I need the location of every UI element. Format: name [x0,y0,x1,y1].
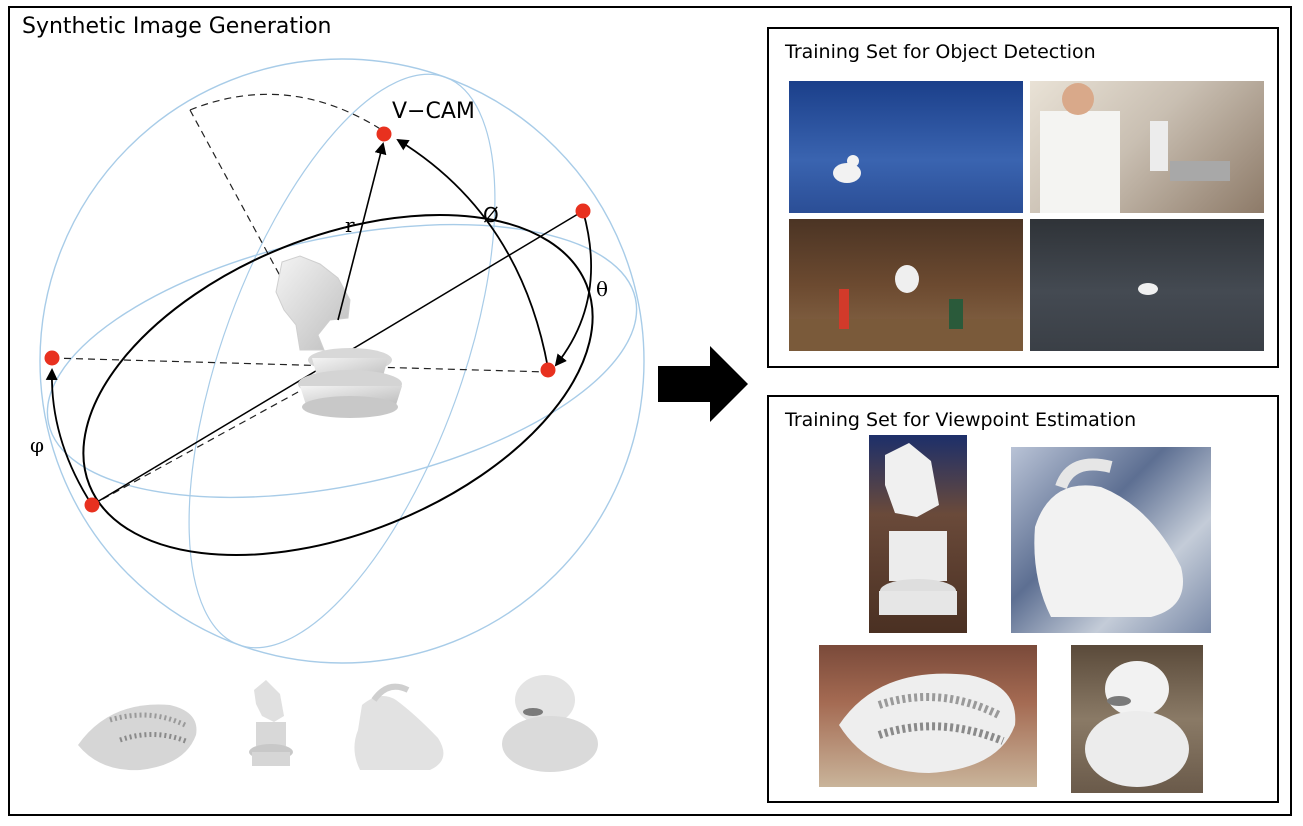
sphere-outline [39,58,645,664]
od-photo-ocean [789,81,1023,213]
vcam-label: V−CAM [392,99,475,124]
point-left [44,350,60,366]
model-thumbnail-fish [78,704,197,771]
dashed-guides [51,93,549,506]
vp-photo-rabbit [1011,447,1211,633]
chess-knight-object [275,255,402,418]
main-title: Synthetic Image Generation [22,14,332,39]
figure-frame [8,6,1292,816]
object-detection-panel: Training Set for Object Detection [767,27,1279,368]
point-right-lower [540,362,556,378]
flow-arrow [658,346,748,422]
vp-photo-fish [819,645,1037,787]
viewpoint-estimation-title: Training Set for Viewpoint Estimation [785,409,1137,431]
od-photo-asphalt [1030,219,1264,351]
azimuth-label: θ [596,277,608,301]
point-right-upper [575,203,591,219]
radius-arrow [337,142,387,321]
model-thumbnail-knight [249,680,293,766]
camera-points [44,126,591,513]
model-thumbnail-rabbit [354,683,444,770]
od-photo-kitchen [1030,81,1264,213]
camera-orbit [82,213,594,557]
od-photo-shelter [789,219,1023,351]
model-thumbnail-duck [502,675,598,772]
object-detection-title: Training Set for Object Detection [785,41,1096,63]
vp-photo-knight [869,435,967,633]
point-bottom-left [84,497,100,513]
camera-sphere-diagram: V−CAM r Ø θ φ [30,58,748,772]
radius-label: r [345,213,355,237]
viewpoint-estimation-panel: Training Set for Viewpoint Estimation [767,395,1279,803]
roll-arrow [45,368,93,506]
roll-label: φ [30,433,44,457]
azimuth-arrow [554,210,592,367]
elevation-label: Ø [483,203,499,227]
point-vcam [376,126,392,142]
vp-photo-duck [1071,645,1203,793]
elevation-arrow [396,138,549,369]
